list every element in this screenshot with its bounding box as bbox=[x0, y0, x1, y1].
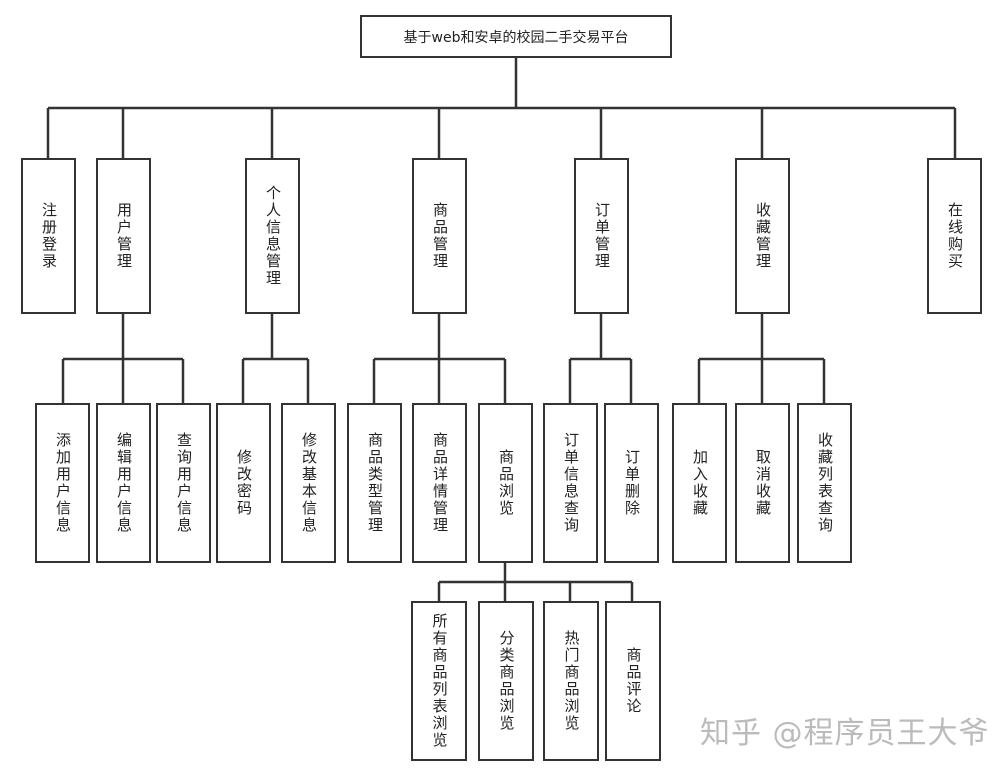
root-node: 基于web和安卓的校园二手交易平台 bbox=[360, 15, 672, 58]
node-label: 加入收藏 bbox=[691, 449, 709, 517]
node-label: 商品类型管理 bbox=[366, 432, 384, 534]
node-label: 分类商品浏览 bbox=[497, 630, 516, 732]
node-register-login: 注册登录 bbox=[21, 158, 76, 314]
node-online-purchase: 在线购买 bbox=[927, 158, 982, 314]
node-order-delete: 订单删除 bbox=[604, 403, 659, 563]
node-label: 所有商品列表浏览 bbox=[430, 613, 449, 749]
node-all-goods-list-browse: 所有商品列表浏览 bbox=[411, 601, 467, 761]
node-query-user-info: 查询用户信息 bbox=[156, 403, 211, 563]
node-order-management: 订单管理 bbox=[574, 158, 629, 314]
node-label: 用户管理 bbox=[115, 202, 133, 270]
node-goods-management: 商品管理 bbox=[412, 158, 467, 314]
node-label: 订单删除 bbox=[623, 449, 641, 517]
node-user-management: 用户管理 bbox=[96, 158, 151, 314]
node-label: 热门商品浏览 bbox=[562, 630, 581, 732]
node-label: 在线购买 bbox=[946, 202, 964, 270]
node-label: 收藏列表查询 bbox=[816, 432, 834, 534]
node-favorites-list-query: 收藏列表查询 bbox=[797, 403, 852, 563]
node-label: 取消收藏 bbox=[754, 449, 772, 517]
node-goods-detail-management: 商品详情管理 bbox=[412, 403, 467, 563]
node-label: 查询用户信息 bbox=[175, 432, 193, 534]
node-label: 商品管理 bbox=[431, 202, 449, 270]
node-goods-type-management: 商品类型管理 bbox=[347, 403, 402, 563]
node-favorites-management: 收藏管理 bbox=[735, 158, 790, 314]
node-label: 添加用户信息 bbox=[54, 432, 72, 534]
node-label: 商品评论 bbox=[624, 647, 643, 715]
node-label: 收藏管理 bbox=[754, 202, 772, 270]
node-goods-comments: 商品评论 bbox=[605, 601, 661, 761]
node-label: 修改基本信息 bbox=[300, 432, 318, 534]
node-label: 订单信息查询 bbox=[562, 432, 580, 534]
node-edit-basic-info: 修改基本信息 bbox=[281, 403, 336, 563]
node-add-user-info: 添加用户信息 bbox=[35, 403, 90, 563]
node-category-goods-browse: 分类商品浏览 bbox=[478, 601, 534, 761]
node-label: 个人信息管理 bbox=[264, 185, 282, 287]
watermark: 知乎 @程序员王大爷 bbox=[700, 716, 990, 751]
node-cancel-favorite: 取消收藏 bbox=[735, 403, 790, 563]
node-label: 编辑用户信息 bbox=[115, 432, 133, 534]
node-label: 商品详情管理 bbox=[431, 432, 449, 534]
node-edit-user-info: 编辑用户信息 bbox=[96, 403, 151, 563]
node-label: 注册登录 bbox=[40, 202, 58, 270]
node-label: 商品浏览 bbox=[497, 449, 515, 517]
node-change-password: 修改密码 bbox=[216, 403, 271, 563]
node-add-favorite: 加入收藏 bbox=[672, 403, 727, 563]
node-hot-goods-browse: 热门商品浏览 bbox=[543, 601, 599, 761]
node-personal-info-management: 个人信息管理 bbox=[245, 158, 300, 314]
node-label: 订单管理 bbox=[593, 202, 611, 270]
node-order-info-query: 订单信息查询 bbox=[543, 403, 598, 563]
root-label: 基于web和安卓的校园二手交易平台 bbox=[403, 29, 629, 46]
node-goods-browse: 商品浏览 bbox=[478, 403, 533, 563]
node-label: 修改密码 bbox=[235, 449, 253, 517]
